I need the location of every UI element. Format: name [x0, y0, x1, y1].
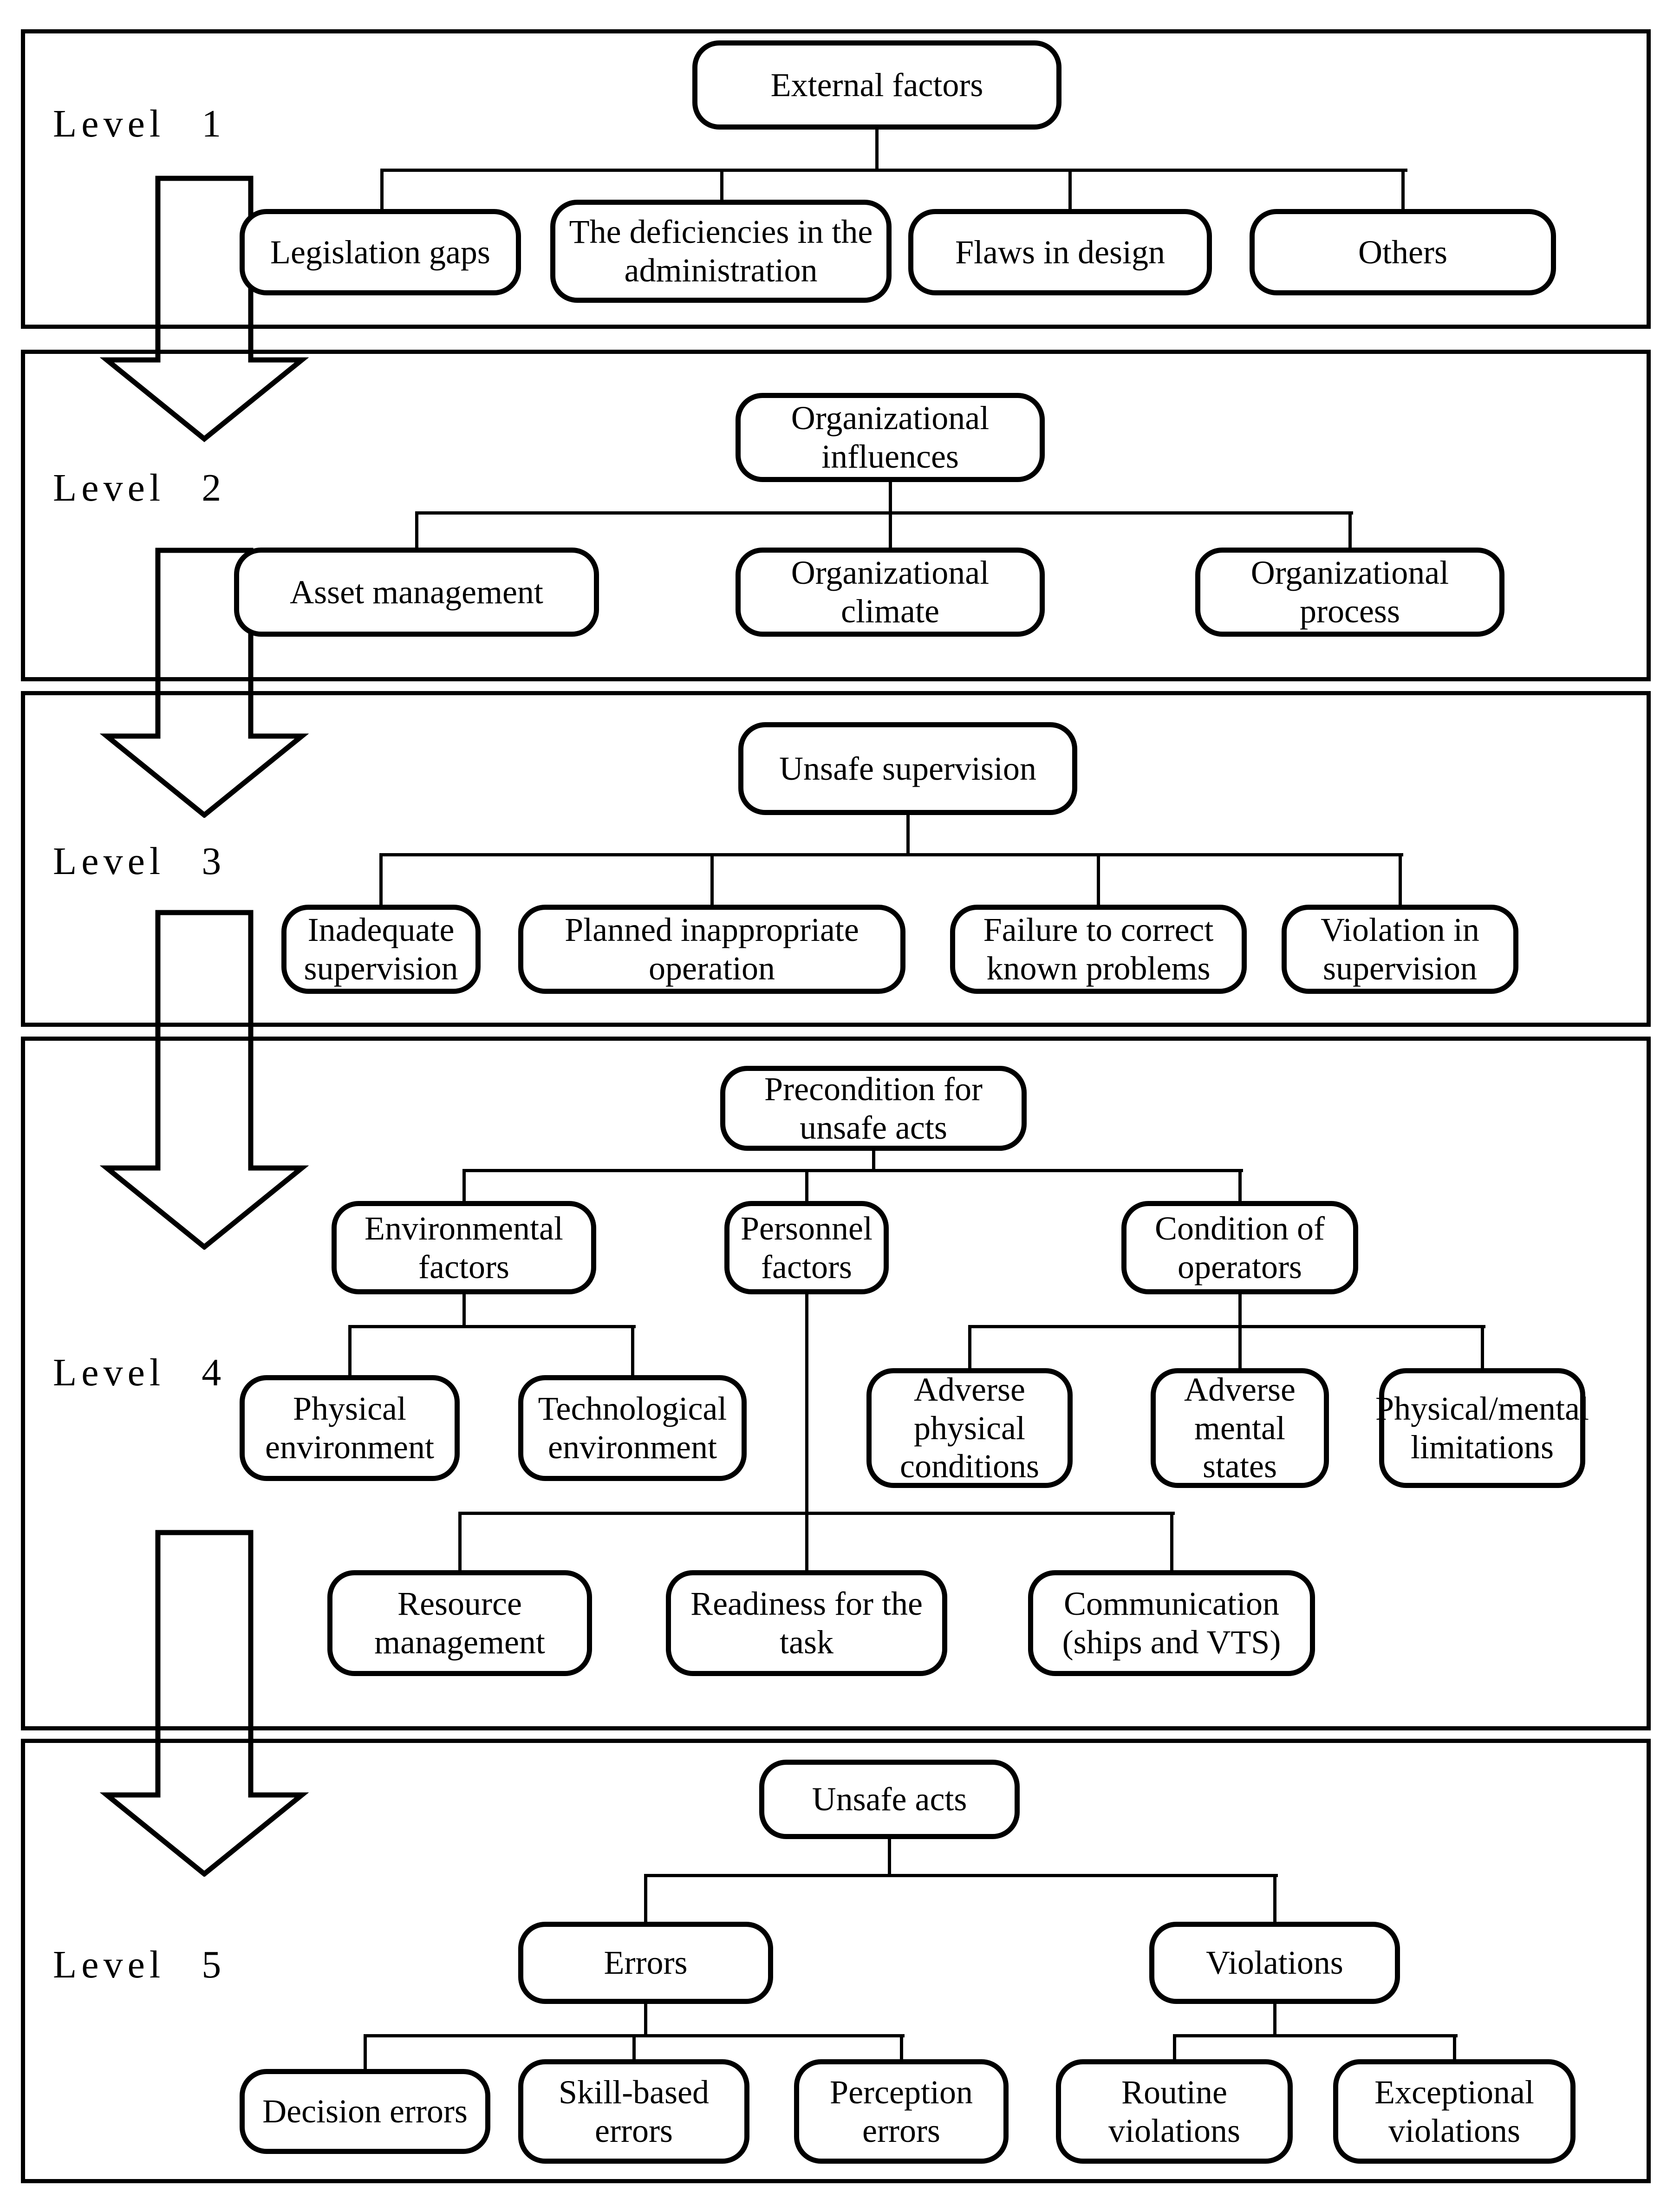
connector-line — [1481, 1326, 1484, 1370]
node-exceptional-violations: Exceptional violations — [1333, 2059, 1576, 2164]
node-legislation-gaps: Legislation gaps — [240, 209, 521, 295]
connector-line — [644, 2002, 647, 2037]
down-arrow-1 — [100, 176, 309, 443]
node-technological-environment: Technological environment — [518, 1375, 747, 1481]
node-organizational-influences: Organizational influences — [736, 393, 1045, 482]
node-adverse-mental-states: Adverse mental states — [1151, 1368, 1329, 1488]
node-precondition-unsafe-acts: Precondition for unsafe acts — [720, 1066, 1027, 1151]
node-personnel-factors: Personnel factors — [724, 1201, 889, 1294]
connector-line — [1068, 170, 1072, 211]
connector-line — [415, 511, 1353, 515]
connector-line — [348, 1325, 636, 1328]
level-label-3: Level 3 — [53, 840, 226, 883]
level-label-5: Level 5 — [53, 1943, 226, 1986]
connector-line — [644, 1875, 647, 1924]
connector-line — [1399, 855, 1402, 907]
connector-line — [1273, 2002, 1276, 2037]
node-asset-management: Asset management — [234, 548, 599, 637]
node-organizational-process: Organizational process — [1195, 548, 1504, 637]
connector-line — [889, 478, 892, 515]
connector-line — [900, 2036, 903, 2061]
level-label-4: Level 4 — [53, 1351, 226, 1394]
connector-line — [462, 1170, 466, 1203]
connector-line — [1273, 1875, 1276, 1924]
level-panel-2 — [21, 350, 1651, 681]
connector-line — [888, 1838, 891, 1877]
node-communication-ships-vts: Communication (ships and VTS) — [1028, 1570, 1315, 1676]
node-deficiencies-administration: The deficiencies in the administration — [550, 200, 892, 303]
connector-line — [872, 1150, 875, 1172]
connector-line — [632, 2036, 636, 2061]
node-decision-errors: Decision errors — [240, 2069, 490, 2154]
connector-line — [805, 1293, 808, 1515]
connector-line — [415, 513, 418, 550]
node-unsafe-acts: Unsafe acts — [759, 1760, 1020, 1839]
node-violations: Violations — [1149, 1922, 1400, 2004]
connector-line — [380, 169, 1407, 172]
node-condition-of-operators: Condition of operators — [1121, 1201, 1358, 1294]
connector-line — [364, 2036, 367, 2071]
node-violation-in-supervision: Violation in supervision — [1282, 905, 1518, 994]
connector-line — [805, 1513, 808, 1573]
connector-line — [875, 130, 879, 171]
node-physical-environment: Physical environment — [240, 1375, 460, 1481]
connector-line — [458, 1513, 462, 1573]
connector-line — [968, 1326, 971, 1370]
connector-line — [380, 170, 384, 211]
node-readiness-for-task: Readiness for the task — [666, 1570, 947, 1676]
node-unsafe-supervision: Unsafe supervision — [738, 722, 1077, 815]
node-flaws-in-design: Flaws in design — [908, 209, 1212, 295]
node-planned-inappropriate-operation: Planned inappropriate operation — [518, 905, 905, 994]
level-label-2: Level 2 — [53, 466, 226, 509]
node-perception-errors: Perception errors — [794, 2059, 1009, 2164]
connector-line — [1173, 2036, 1176, 2061]
down-arrow-3 — [100, 910, 309, 1250]
connector-line — [379, 855, 383, 907]
connector-line — [1401, 170, 1405, 211]
connector-line — [1097, 855, 1100, 907]
node-others: Others — [1250, 209, 1556, 295]
level-panel-4 — [21, 1037, 1651, 1730]
connector-line — [644, 1874, 1278, 1877]
down-arrow-4 — [100, 1530, 309, 1877]
node-resource-management: Resource management — [327, 1570, 592, 1676]
node-routine-violations: Routine violations — [1056, 2059, 1293, 2164]
connector-line — [462, 1169, 1243, 1172]
connector-line — [462, 1293, 466, 1328]
node-environmental-factors: Environmental factors — [332, 1201, 596, 1294]
node-physical-mental-limitations: Physical/mental limitations — [1375, 1368, 1589, 1488]
node-skill-based-errors: Skill-based errors — [518, 2059, 749, 2164]
node-external-factors: External factors — [692, 40, 1061, 130]
connector-line — [720, 170, 723, 202]
connector-line — [379, 853, 1403, 856]
connector-line — [1238, 1293, 1242, 1328]
level-panel-3 — [21, 691, 1651, 1027]
connector-line — [968, 1325, 1485, 1328]
connector-line — [1453, 2036, 1456, 2061]
connector-line — [1238, 1170, 1242, 1203]
level-panel-5 — [21, 1739, 1651, 2183]
connector-line — [458, 1512, 1175, 1515]
level-label-1: Level 1 — [53, 102, 226, 145]
connector-line — [906, 814, 910, 856]
connector-line — [805, 1170, 808, 1203]
connector-line — [1170, 1513, 1173, 1573]
connector-line — [889, 513, 892, 550]
node-errors: Errors — [518, 1922, 773, 2004]
level-panel-1 — [21, 29, 1651, 329]
connector-line — [1348, 513, 1352, 550]
connector-line — [710, 855, 714, 907]
node-adverse-physical-conditions: Adverse physical conditions — [866, 1368, 1073, 1488]
connector-line — [348, 1326, 352, 1377]
node-organizational-climate: Organizational climate — [736, 548, 1045, 637]
connector-line — [631, 1326, 634, 1377]
node-inadequate-supervision: Inadequate supervision — [281, 905, 481, 994]
node-failure-to-correct: Failure to correct known problems — [950, 905, 1247, 994]
connector-line — [1238, 1326, 1242, 1370]
connector-line — [1173, 2034, 1458, 2037]
